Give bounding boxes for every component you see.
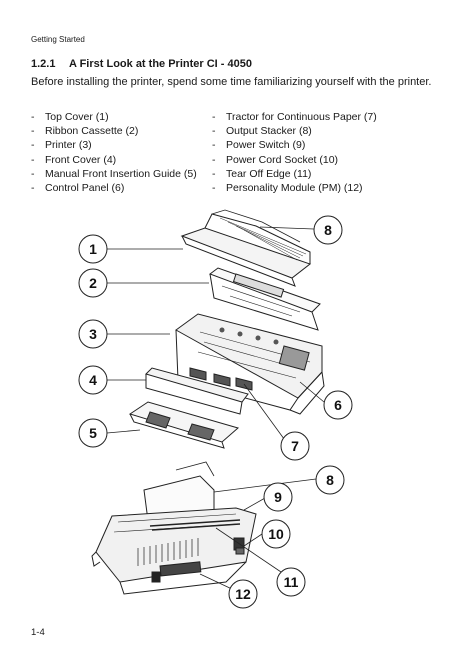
callout-10: 10 (261, 519, 291, 549)
intro-paragraph: Before installing the printer, spend som… (31, 76, 432, 88)
parts-list-item: Tractor for Continuous Paper (7) (212, 110, 377, 124)
parts-list-item: Power Switch (9) (212, 138, 377, 152)
parts-list-left: Top Cover (1) Ribbon Cassette (2) Printe… (31, 110, 197, 195)
callout-label: 8 (324, 222, 332, 238)
top-cover-drawing (180, 213, 312, 287)
section-heading: 1.2.1 A First Look at the Printer CI - 40… (31, 58, 252, 70)
section-number: 1.2.1 (31, 58, 56, 70)
callout-leader-lines (106, 226, 325, 591)
parts-list-item: Top Cover (1) (31, 110, 197, 124)
parts-list-item: Power Cord Socket (10) (212, 153, 377, 167)
callout-label: 1 (89, 241, 97, 257)
callout-8-bottom: 8 (315, 465, 345, 495)
callout-12: 12 (228, 579, 258, 609)
callout-2: 2 (78, 268, 108, 298)
callout-5: 5 (78, 418, 108, 448)
insertion-guide-drawing (128, 401, 240, 449)
section-title: A First Look at the Printer CI - 4050 (69, 58, 252, 70)
parts-list-item: Personality Module (PM) (12) (212, 181, 377, 195)
callout-label: 3 (89, 326, 97, 342)
ribbon-cassette-drawing (208, 267, 321, 331)
callout-label: 6 (334, 397, 342, 413)
parts-list-item: Ribbon Cassette (2) (31, 124, 197, 138)
callout-3: 3 (78, 319, 108, 349)
callout-label: 10 (268, 526, 284, 542)
callout-6: 6 (323, 390, 353, 420)
callout-7: 7 (280, 431, 310, 461)
callout-label: 12 (235, 586, 251, 602)
parts-list-item: Manual Front Insertion Guide (5) (31, 167, 197, 181)
printer-rear-drawing (91, 461, 257, 595)
callout-11: 11 (276, 567, 306, 597)
callout-label: 5 (89, 425, 97, 441)
parts-list-item: Front Cover (4) (31, 153, 197, 167)
callout-9: 9 (263, 482, 293, 512)
printer-body-drawing (175, 313, 325, 415)
callout-label: 7 (291, 438, 299, 454)
parts-list-item: Control Panel (6) (31, 181, 197, 195)
front-cover-drawing (145, 367, 249, 415)
callout-4: 4 (78, 365, 108, 395)
parts-list-item: Tear Off Edge (11) (212, 167, 377, 181)
callout-label: 4 (89, 372, 97, 388)
callout-label: 2 (89, 275, 97, 291)
parts-list-item: Output Stacker (8) (212, 124, 377, 138)
parts-list-right: Tractor for Continuous Paper (7) Output … (212, 110, 377, 195)
output-stacker-drawing (211, 209, 301, 243)
parts-list-item: Printer (3) (31, 138, 197, 152)
callout-label: 9 (274, 489, 282, 505)
callout-8-top: 8 (313, 215, 343, 245)
callout-label: 11 (284, 574, 299, 590)
page-number: 1-4 (31, 627, 45, 638)
running-header: Getting Started (31, 35, 85, 44)
callout-label: 8 (326, 472, 334, 488)
callout-1: 1 (78, 234, 108, 264)
